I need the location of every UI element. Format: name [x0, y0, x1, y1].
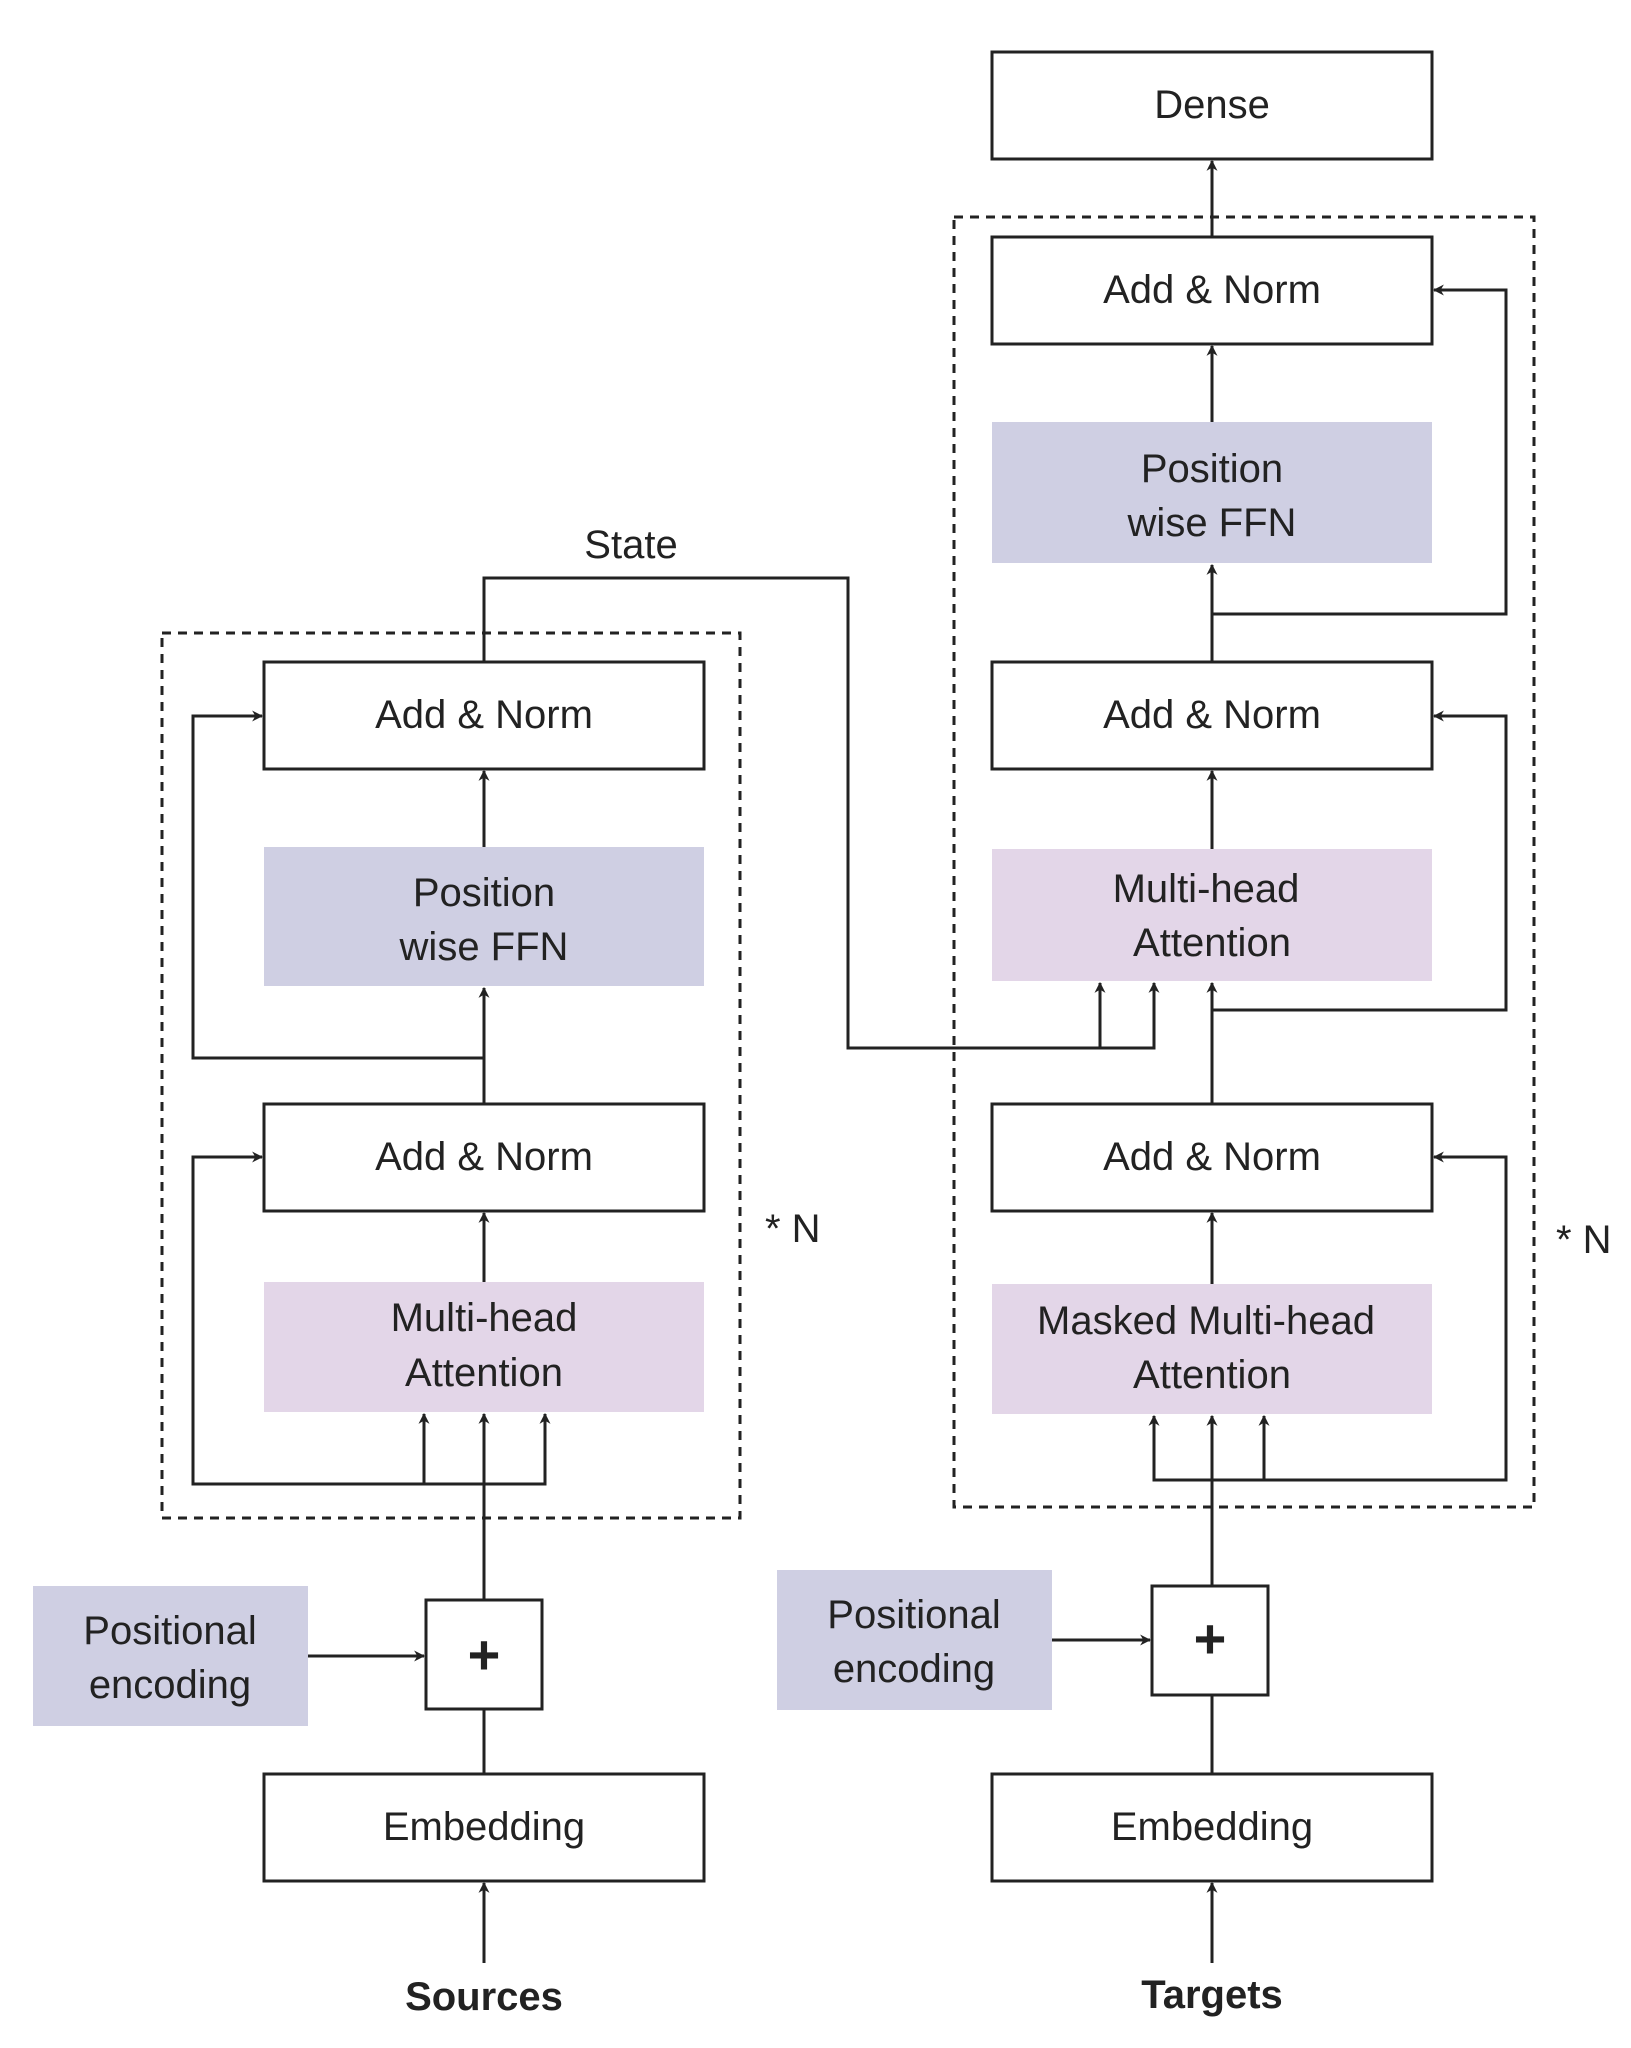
- encoder-embedding: [262, 1772, 706, 1883]
- encoder-connectors: [191, 710, 551, 1963]
- encoder-attention-line2: Attention: [405, 1351, 563, 1395]
- encoder-positional-line2: encoding: [89, 1663, 251, 1707]
- decoder-dense-label: Dense: [1154, 83, 1270, 127]
- decoder-dense: [990, 50, 1434, 161]
- decoder-embedding-label: Embedding: [1111, 1805, 1313, 1849]
- decoder-ffn: [992, 422, 1432, 563]
- decoder-ffn-line1: Position: [1141, 447, 1283, 491]
- decoder-positional-line1: Positional: [827, 1593, 1000, 1637]
- decoder-plus-sign: +: [1194, 1607, 1227, 1670]
- decoder-repeat-label: * N: [1556, 1218, 1612, 1262]
- decoder-cross-attention-line2: Attention: [1133, 921, 1291, 965]
- encoder-positional-line1: Positional: [83, 1609, 256, 1653]
- decoder: * N Dense Add & Norm Position wise FFN A…: [777, 50, 1612, 2017]
- encoder-ffn-line2: wise FFN: [399, 925, 569, 969]
- decoder-cross-attention: [992, 849, 1432, 981]
- encoder-ffn-line1: Position: [413, 871, 555, 915]
- decoder-plus-box: [1150, 1584, 1270, 1697]
- decoder-masked-attention-line2: Attention: [1133, 1353, 1291, 1397]
- state-label: State: [584, 523, 677, 567]
- encoder-add-norm-top: [262, 660, 706, 771]
- encoder: * N Add & Norm Position wise FFN Add & N…: [33, 631, 821, 2019]
- decoder-add-norm-bottom: [990, 1102, 1434, 1213]
- encoder-input-label: Sources: [405, 1975, 563, 2019]
- decoder-cross-attention-line1: Multi-head: [1113, 867, 1300, 911]
- encoder-embedding-label: Embedding: [383, 1805, 585, 1849]
- decoder-add-norm-top-label: Add & Norm: [1103, 268, 1321, 312]
- decoder-ffn-line2: wise FFN: [1127, 501, 1297, 545]
- state-connector: State: [482, 523, 1160, 1050]
- decoder-masked-attention: [992, 1284, 1432, 1414]
- encoder-repeat-frame: [160, 631, 742, 1520]
- encoder-add-norm-top-label: Add & Norm: [375, 693, 593, 737]
- decoder-positional-line2: encoding: [833, 1647, 995, 1691]
- decoder-positional-encoding: [777, 1570, 1052, 1710]
- encoder-add-norm-bottom: [262, 1102, 706, 1213]
- encoder-positional-encoding: [33, 1586, 308, 1726]
- encoder-plus-sign: +: [468, 1623, 501, 1686]
- encoder-multihead-attention: [264, 1282, 704, 1412]
- decoder-repeat-frame: [952, 215, 1536, 1509]
- decoder-add-norm-bottom-label: Add & Norm: [1103, 1135, 1321, 1179]
- decoder-add-norm-top: [990, 235, 1434, 346]
- encoder-repeat-label: * N: [765, 1207, 821, 1251]
- decoder-add-norm-middle-label: Add & Norm: [1103, 693, 1321, 737]
- encoder-add-norm-bottom-label: Add & Norm: [375, 1135, 593, 1179]
- decoder-input-label: Targets: [1141, 1973, 1283, 2017]
- decoder-connectors: [1052, 159, 1508, 1963]
- encoder-ffn: [264, 847, 704, 986]
- decoder-masked-attention-line1: Masked Multi-head: [1037, 1299, 1375, 1343]
- decoder-embedding: [990, 1772, 1434, 1883]
- encoder-attention-line1: Multi-head: [391, 1296, 578, 1340]
